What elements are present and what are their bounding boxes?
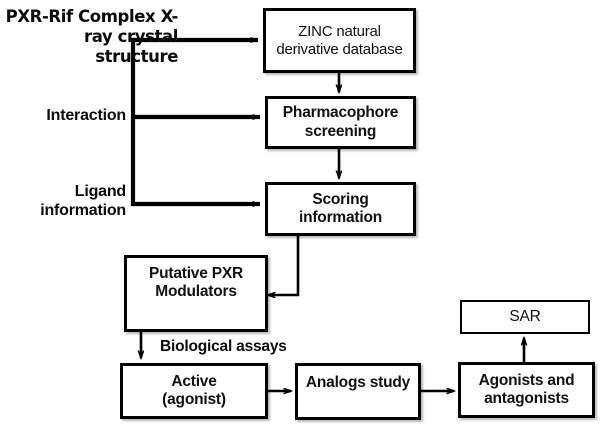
- node-pharmacophore-label: Pharmacophore screening: [282, 104, 399, 140]
- edge-label-biological-assays: Biological assays: [160, 338, 287, 355]
- node-putative-label: Putative PXR Modulators: [148, 265, 244, 301]
- node-agonists-label: Agonists and antagonists: [478, 371, 575, 407]
- node-analogs-label: Analogs study: [305, 374, 411, 391]
- node-scoring-label: Scoring information: [298, 190, 383, 226]
- input-label-pxr-rif-complex: PXR-Rif Complex X- ray crystal structure: [5, 7, 179, 66]
- node-sar-label: SAR: [509, 307, 541, 325]
- node-active-agonist[interactable]: Active (agonist): [120, 363, 268, 419]
- node-zinc-natural-derivative-database[interactable]: ZINC natural derivative database: [263, 8, 416, 73]
- node-sar[interactable]: SAR: [460, 300, 590, 334]
- node-zinc-label: ZINC natural derivative database: [276, 22, 403, 58]
- node-pharmacophore-screening[interactable]: Pharmacophore screening: [265, 96, 416, 149]
- node-active-label: Active (agonist): [162, 372, 226, 408]
- node-analogs-study[interactable]: Analogs study: [295, 363, 421, 420]
- input-label-ligand-information: Ligand information: [40, 183, 126, 220]
- node-putative-pxr-modulators[interactable]: Putative PXR Modulators: [124, 255, 268, 332]
- node-agonists-and-antagonists[interactable]: Agonists and antagonists: [458, 362, 595, 418]
- wire-scoring-to-putative: [268, 236, 300, 295]
- input-label-interaction: Interaction: [46, 107, 126, 124]
- node-scoring-information[interactable]: Scoring information: [265, 182, 416, 236]
